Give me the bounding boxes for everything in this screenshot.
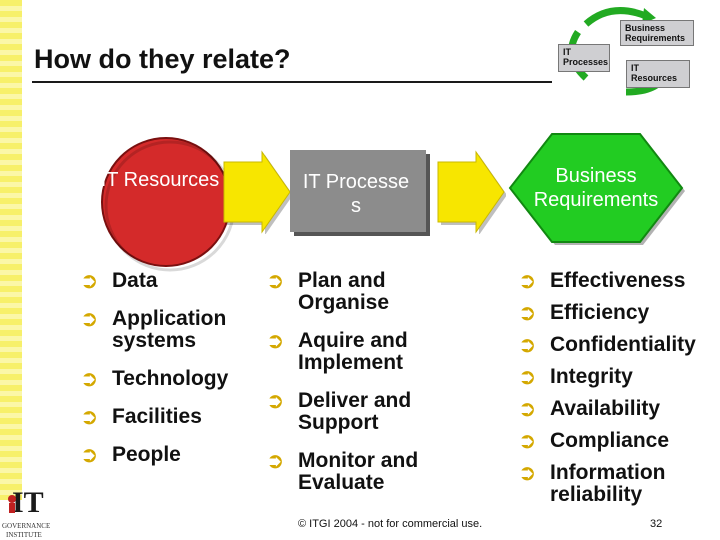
list-item: ➲Facilities (80, 404, 202, 429)
arrow-bullet-icon: ➲ (518, 460, 537, 485)
list-item: ➲Compliance (518, 428, 670, 453)
requirements-list: ➲Effectiveness ➲Efficiency ➲Confidential… (518, 270, 718, 506)
footer-copyright: © ITGI 2004 - not for commercial use. (298, 518, 483, 530)
arrow-bullet-icon: ➲ (518, 268, 537, 293)
cycle-diagram: Business Requirements IT Processes IT Re… (556, 4, 696, 96)
list-item: ➲People (80, 442, 181, 467)
list-item: ➲Efficiency (518, 300, 650, 325)
requirements-hexagon (508, 133, 685, 245)
list-item: ➲Application systems (80, 306, 227, 352)
arrow-bullet-icon: ➲ (266, 268, 285, 293)
title-divider (32, 81, 552, 83)
logo-it-text: IT (12, 486, 44, 519)
arrow-bullet-icon: ➲ (518, 332, 537, 357)
resources-circle (101, 137, 236, 272)
arrow-bullet-icon: ➲ (266, 448, 285, 473)
arrow-bullet-icon: ➲ (80, 404, 99, 429)
list-item: ➲Data (80, 268, 158, 293)
arrow-bullet-icon: ➲ (518, 396, 537, 421)
resources-label: IT Resources (100, 169, 220, 191)
arrow-bullet-icon: ➲ (80, 442, 99, 467)
logo-figure-icon (8, 495, 16, 513)
arrow-bullet-icon: ➲ (80, 268, 99, 293)
arrow-right-icon (437, 150, 506, 234)
page-title: How do they relate? (34, 44, 291, 74)
arrow-bullet-icon: ➲ (266, 328, 285, 353)
arrow-bullet-icon: ➲ (518, 364, 537, 389)
processes-list: ➲Plan and Organise ➲Aquire and Implement… (266, 270, 466, 494)
arrow-bullet-icon: ➲ (518, 300, 537, 325)
list-item: ➲Effectiveness (518, 268, 686, 293)
page-number: 32 (650, 518, 663, 530)
cycle-it-processes: IT Processes (558, 44, 610, 72)
logo-institute-text: INSTITUTE (6, 531, 42, 539)
logo-governance-text: GOVERNANCE (2, 522, 51, 530)
arrow-bullet-icon: ➲ (80, 366, 99, 391)
it-governance-logo: IT GOVERNANCE INSTITUTE (0, 486, 64, 540)
list-item: ➲Technology (80, 366, 229, 391)
resources-list: ➲Data ➲Application systems ➲Technology ➲… (80, 270, 260, 466)
decorative-stripe (0, 0, 22, 500)
processes-label: IT Processe s (302, 171, 410, 217)
cycle-business-requirements: Business Requirements (620, 20, 694, 46)
arrow-bullet-icon: ➲ (80, 306, 99, 331)
list-item: ➲Monitor and Evaluate (266, 448, 419, 494)
list-item: ➲Confidentiality (518, 332, 696, 357)
processes-box (290, 150, 426, 232)
list-item: ➲Plan and Organise (266, 268, 390, 314)
list-item: ➲Availability (518, 396, 661, 421)
requirements-label: Business Requirements (533, 165, 659, 211)
arrow-bullet-icon: ➲ (518, 428, 537, 453)
list-item: ➲Deliver and Support (266, 388, 412, 434)
list-item: ➲Information reliability (518, 460, 666, 506)
list-item: ➲Aquire and Implement (266, 328, 408, 374)
arrow-right-icon (223, 150, 292, 234)
arrow-bullet-icon: ➲ (266, 388, 285, 413)
cycle-it-resources: IT Resources (626, 60, 690, 88)
list-item: ➲Integrity (518, 364, 633, 389)
